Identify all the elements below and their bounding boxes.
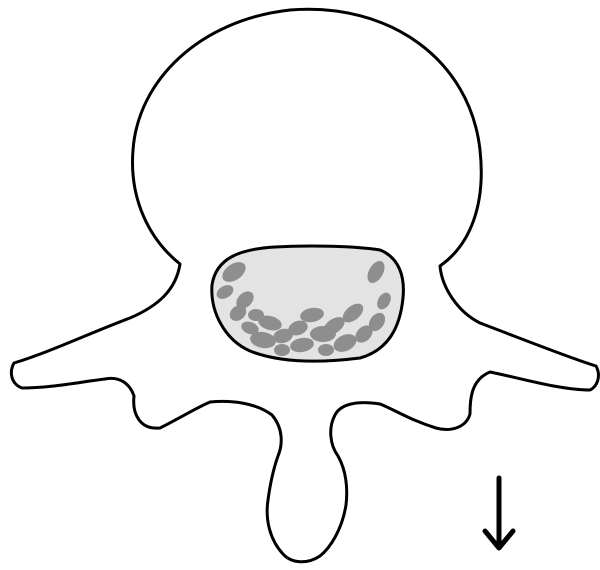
down-arrow-icon — [485, 478, 513, 548]
